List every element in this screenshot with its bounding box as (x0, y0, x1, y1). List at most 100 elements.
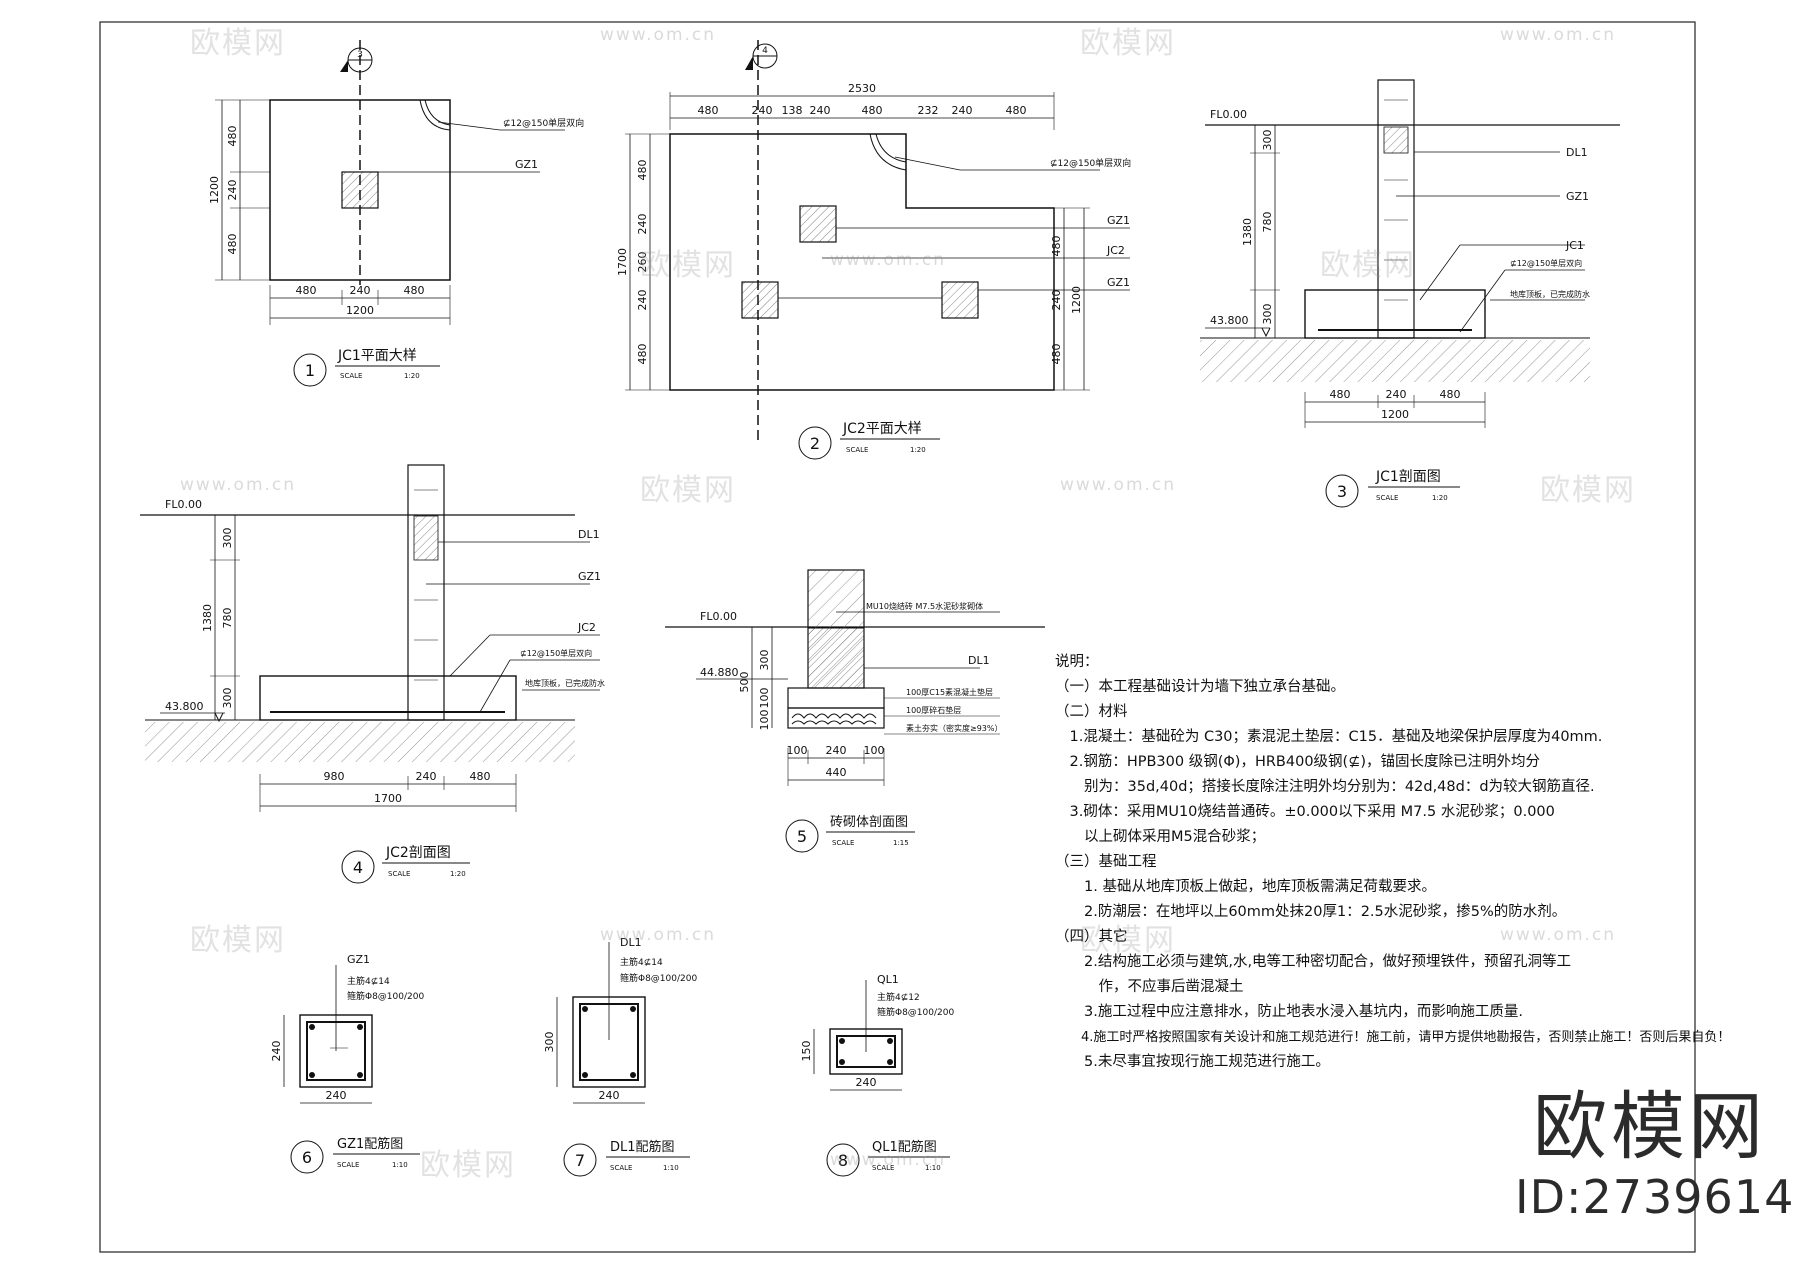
scale-label: SCALE (1376, 494, 1398, 502)
notes-line: 2.防潮层：在地坪以上60mm处抹20厚1：2.5水泥砂浆，掺5%的防水剂。 (1055, 904, 1567, 920)
notes-line: （一）本工程基础设计为墙下独立承台基础。 (1055, 679, 1345, 695)
dim-h-2: 240 (1386, 388, 1407, 401)
dim-top-total: 2530 (848, 82, 876, 95)
drawing-title: QL1配筋图 (872, 1139, 937, 1155)
notes-line: 2.钢筋：HPB300 级钢(Φ)，HRB400级钢(⊈)，锚固长度除已注明外均… (1055, 754, 1541, 770)
scale-label: SCALE (388, 870, 410, 878)
dim-h-3: 480 (1440, 388, 1461, 401)
column-label: GZ1 (515, 158, 538, 171)
scale-value: 1:15 (893, 839, 909, 847)
label-rebar: ⊈12@150单层双向 (1510, 258, 1582, 268)
notes-line: 1.混凝土：基础砼为 C30；素混泥土垫层：C15．基础及地梁保护层厚度为40m… (1055, 729, 1603, 745)
dim-y-total: 1200 (208, 176, 221, 204)
rebar-label: ⊈12@150单层双向 (1050, 157, 1131, 169)
scale-value: 1:20 (450, 870, 466, 878)
label-dl1: DL1 (1566, 146, 1588, 159)
drawing-number: 7 (575, 1151, 585, 1170)
elevation: 43.800 (165, 700, 204, 713)
label-name: GZ1 (347, 953, 370, 966)
dim-h-1: 100 (787, 744, 808, 757)
notes-line: 1. 基础从地库顶板上做起，地库顶板需满足荷载要求。 (1055, 879, 1436, 895)
watermark-url: www.om.cn (830, 250, 947, 270)
notes-line: 4.施工时严格按照国家有关设计和施工规范进行！施工前，请甲方提供地勘报告，否则禁… (1055, 1030, 1731, 1045)
label-main-bars: 主筋4⊈12 (877, 991, 920, 1003)
watermark-logo: 欧模网 (640, 248, 736, 283)
dim-top-6: 232 (918, 104, 939, 117)
dim-v-total: 1380 (201, 604, 214, 632)
brand-id: ID:2739614 (1515, 1170, 1795, 1224)
watermark-logo: 欧模网 (640, 473, 736, 508)
dim-y-2: 240 (226, 180, 239, 201)
scale-label: SCALE (340, 372, 362, 380)
drawing-title: 砖砌体剖面图 (830, 815, 908, 830)
brand-logo: 欧模网 (1533, 1084, 1767, 1170)
drawing-title: JC2平面大样 (842, 421, 922, 437)
drawing-number: 8 (838, 1151, 848, 1170)
dim-v-2: 780 (1261, 212, 1274, 233)
watermark-url: www.om.cn (1500, 925, 1617, 945)
notes-line: 3.砌体：采用MU10烧结普通砖。±0.000以下采用 M7.5 水泥砂浆；0.… (1055, 804, 1555, 820)
section-mark-label: 4 (762, 46, 768, 56)
watermark-logo: 欧模网 (1080, 923, 1176, 958)
dim-left-1: 480 (636, 160, 649, 181)
notes-line: 作，不应事后凿混凝土 (1055, 979, 1244, 995)
drawing-number: 2 (810, 434, 820, 453)
scale-value: 1:20 (1432, 494, 1448, 502)
dim-v-2: 780 (221, 608, 234, 629)
watermark-url: www.om.cn (1060, 475, 1177, 495)
watermark-url: www.om.cn (830, 1150, 947, 1170)
dim-v-2: 500 (738, 672, 751, 693)
label-wall: MU10烧结砖 M7.5水泥砂浆砌体 (866, 601, 983, 611)
drawing-title: JC2剖面图 (385, 845, 451, 861)
dim-width: 240 (856, 1076, 877, 1089)
drawing-ql1-reinforcement: QL1 主筋4⊈12 箍筋Φ8@100/200 150 240 8 QL1配筋图… (800, 973, 954, 1177)
label-soil: 素土夯实（密实度≥93%） (906, 723, 1002, 733)
watermark-url: www.om.cn (600, 25, 717, 45)
scale-label: SCALE (337, 1161, 359, 1169)
drawing-title: JC1平面大样 (337, 348, 417, 364)
dim-width: 240 (599, 1089, 620, 1102)
dim-left-2: 240 (636, 214, 649, 235)
drawing-title: GZ1配筋图 (337, 1136, 403, 1152)
dim-h-total: 440 (826, 766, 847, 779)
dim-v-3: 300 (1261, 304, 1274, 325)
dim-height: 150 (800, 1041, 813, 1062)
watermark-logo: 欧模网 (190, 26, 286, 61)
notes-line: 3.施工过程中应注意排水，防止地表水浸入基坑内，而影响施工质量. (1055, 1004, 1523, 1020)
drawing-gz1-reinforcement: GZ1 主筋4⊈14 箍筋Φ8@100/200 240 240 6 GZ1配筋图… (270, 953, 424, 1174)
drawing-jc2-section: FL0.00 DL1 GZ1 JC2 ⊈12@150单层双向 地库顶板，已完成防… (140, 464, 605, 884)
dim-h-2: 240 (826, 744, 847, 757)
label-roof: 地库顶板，已完成防水 (525, 678, 605, 688)
dim-top-2: 240 (752, 104, 773, 117)
drawing-jc1-plan: 3 ⊈12@150单层双向 GZ1 480 240 480 1200 480 2… (208, 40, 584, 387)
dim-x-3: 480 (404, 284, 425, 297)
sheet-frame (99, 21, 1696, 1253)
notes-line: 说明： (1055, 654, 1099, 670)
dim-y-3: 480 (226, 234, 239, 255)
drawing-title: DL1配筋图 (610, 1139, 675, 1155)
dim-right-1: 480 (1050, 236, 1063, 257)
dim-left-total: 1700 (616, 248, 629, 276)
dim-h-3: 100 (864, 744, 885, 757)
drawing-title: JC1剖面图 (1375, 469, 1441, 485)
label-rebar: ⊈12@150单层双向 (520, 648, 592, 658)
dim-v-1: 300 (758, 650, 771, 671)
dim-h-1: 980 (324, 770, 345, 783)
drawing-jc2-plan: 4 ⊈12@150单层双向 GZ1 JC2 GZ1 480 240 138 24… (616, 40, 1131, 460)
watermark-url: www.om.cn (180, 475, 297, 495)
dim-v-4: 100 (758, 710, 771, 731)
scale-label: SCALE (872, 1164, 894, 1172)
dim-height: 300 (543, 1032, 556, 1053)
dim-top-4: 240 (810, 104, 831, 117)
footing-label: JC2 (1106, 244, 1125, 257)
watermark-logo: 欧模网 (1080, 26, 1176, 61)
drawing-number: 1 (305, 361, 315, 380)
drawing-brick-section: FL0.00 MU10烧结砖 M7.5水泥砂浆砌体 DL1 100厚C15素混凝… (665, 569, 1045, 853)
floor-level: FL0.00 (1210, 108, 1247, 121)
dim-right-3: 480 (1050, 344, 1063, 365)
column-label-a: GZ1 (1107, 214, 1130, 227)
scale-label: SCALE (832, 839, 854, 847)
dim-left-4: 240 (636, 290, 649, 311)
scale-value: 1:20 (910, 446, 926, 454)
